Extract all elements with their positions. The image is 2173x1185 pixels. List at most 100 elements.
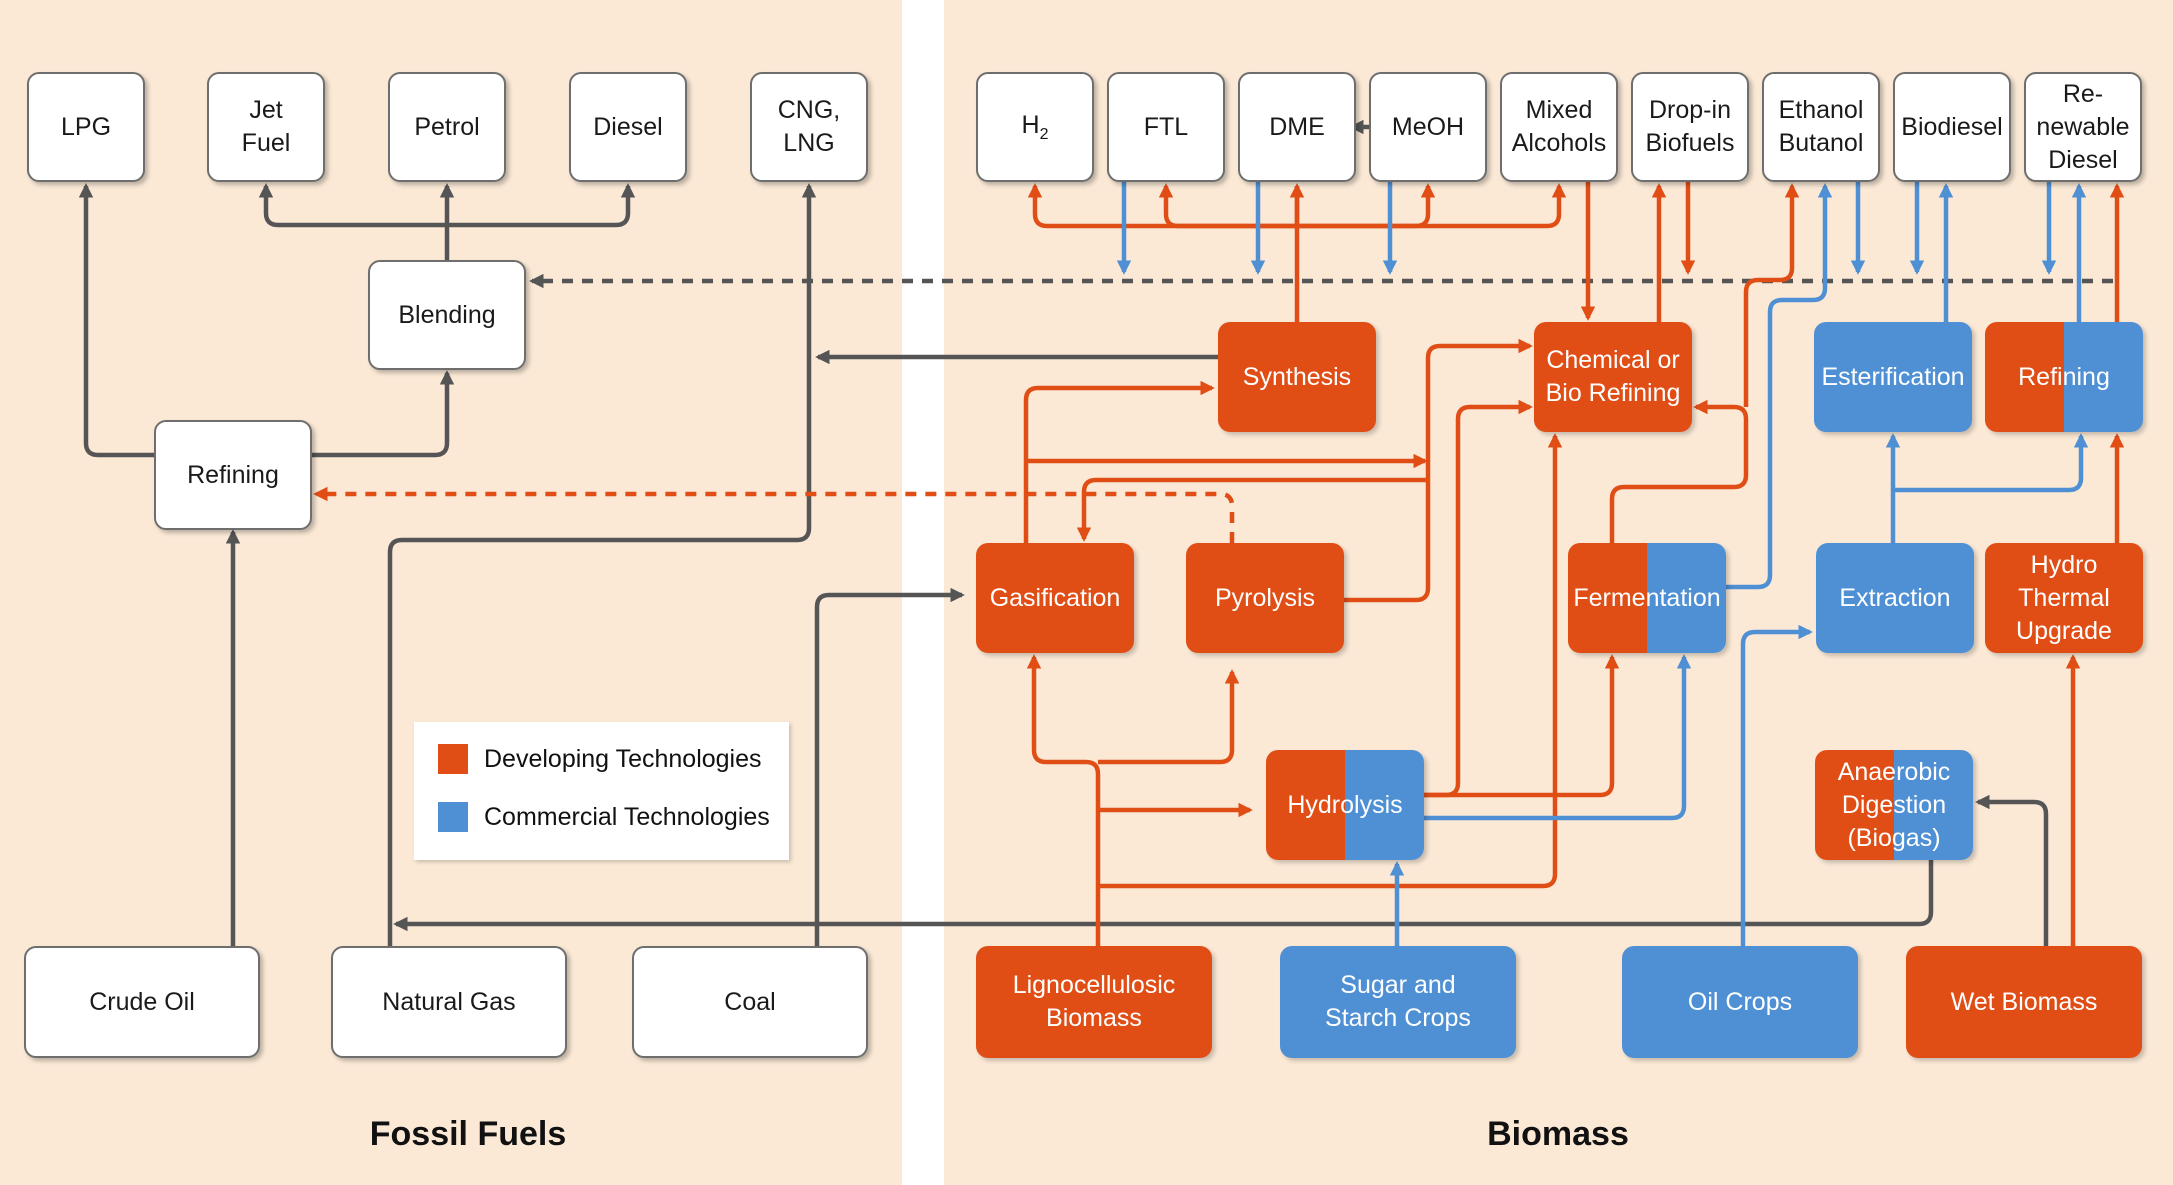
natural-gas-box: Natural Gas bbox=[331, 946, 567, 1058]
petrol-box: Petrol bbox=[388, 72, 506, 182]
hydrolysis-label: Hydrolysis bbox=[1287, 790, 1403, 819]
legend-commercial-label: Commercial Technologies bbox=[484, 802, 770, 831]
ethanol-butanol-label: Ethanol Butanol bbox=[1778, 96, 1864, 157]
developing-swatch bbox=[438, 744, 468, 774]
anaerobic-digestion-label: Anaerobic Digestion (Biogas) bbox=[1837, 757, 1951, 852]
extraction-box: Extraction bbox=[1816, 543, 1974, 653]
h2-subscript: 2 bbox=[1039, 125, 1049, 143]
esterification-label: Esterification bbox=[1821, 362, 1965, 391]
blending-box: Blending bbox=[368, 260, 526, 370]
refining-fossil-label: Refining bbox=[187, 460, 279, 489]
anaerobic-to-natural-gas bbox=[393, 860, 1934, 932]
fermentation-to-ethanol bbox=[1743, 183, 1800, 407]
gasification-to-synthesis bbox=[1023, 380, 1215, 543]
synthesis-to-h2 bbox=[1027, 183, 1297, 229]
renewable-diesel-box: Re- newable Diesel bbox=[2024, 72, 2142, 182]
blending-to-diesel bbox=[447, 183, 636, 228]
biodiesel-box: Biodiesel bbox=[1893, 72, 2011, 182]
oil-crops-to-extraction bbox=[1740, 624, 1813, 946]
fermentation-label: Fermentation bbox=[1573, 583, 1721, 612]
blending-label: Blending bbox=[398, 300, 496, 329]
commercial-swatch bbox=[438, 802, 468, 832]
refining-bio-label: Refining bbox=[2018, 362, 2110, 391]
pyrolysis-label: Pyrolysis bbox=[1214, 583, 1315, 612]
refining-fossil-box: Refining bbox=[154, 420, 312, 530]
diesel-label: Diesel bbox=[593, 112, 663, 141]
coal-box: Coal bbox=[632, 946, 868, 1058]
synthesis-box: Synthesis bbox=[1218, 322, 1376, 432]
coal-label: Coal bbox=[724, 987, 776, 1016]
extraction-to-refining bbox=[1893, 433, 2089, 493]
biomass-title: Biomass bbox=[1487, 1115, 1629, 1153]
pyrolysis-box: Pyrolysis bbox=[1186, 543, 1344, 653]
hydrolysis-box: Hydrolysis bbox=[1266, 750, 1424, 860]
natural-gas-to-cng bbox=[387, 183, 817, 946]
crude-oil-label: Crude Oil bbox=[89, 987, 195, 1016]
mixed-alcohols-label: Mixed Alcohols bbox=[1511, 96, 1607, 157]
fermentation-box: Fermentation bbox=[1568, 543, 1726, 653]
dme-box: DME bbox=[1238, 72, 1356, 182]
legend-developing-label: Developing Technologies bbox=[484, 744, 762, 773]
ftl-label: FTL bbox=[1143, 112, 1189, 141]
jet-fuel-box: Jet Fuel bbox=[207, 72, 325, 182]
natural-gas-label: Natural Gas bbox=[382, 987, 516, 1016]
coal-to-gasification bbox=[814, 587, 965, 946]
legend: Developing Technologies Commercial Techn… bbox=[414, 722, 789, 860]
sugar-starch-crops-box: Sugar and Starch Crops bbox=[1280, 946, 1516, 1058]
refining-bio-box: Refining bbox=[1985, 322, 2143, 432]
synthesis-label: Synthesis bbox=[1242, 362, 1352, 391]
esterification-box: Esterification bbox=[1814, 322, 1972, 432]
fermentation-to-chem-refining bbox=[1609, 399, 1749, 543]
oil-crops-label: Oil Crops bbox=[1687, 987, 1793, 1016]
blending-to-jet-fuel bbox=[258, 183, 447, 228]
fossil-fuels-title: Fossil Fuels bbox=[369, 1115, 567, 1153]
oil-crops-box: Oil Crops bbox=[1622, 946, 1858, 1058]
crude-oil-box: Crude Oil bbox=[24, 946, 260, 1058]
h2-label: H2 bbox=[1022, 109, 1049, 145]
pyrolysis-to-gasification bbox=[1076, 477, 1428, 542]
lpg-label: LPG bbox=[60, 112, 112, 141]
dme-label: DME bbox=[1269, 112, 1325, 141]
legend-developing: Developing Technologies bbox=[438, 744, 762, 774]
petrol-label: Petrol bbox=[414, 112, 480, 141]
synthesis-to-meoh bbox=[1297, 183, 1436, 229]
drop-in-biofuels-label: Drop-in Biofuels bbox=[1645, 96, 1735, 157]
hydro-thermal-upgrade-label: Hydro Thermal Upgrade bbox=[2016, 550, 2112, 645]
chemical-bio-refining-label: Chemical or Bio Refining bbox=[1545, 346, 1681, 407]
ftl-box: FTL bbox=[1107, 72, 1225, 182]
synthesis-to-ftl bbox=[1158, 183, 1297, 229]
chemical-bio-refining-box: Chemical or Bio Refining bbox=[1534, 322, 1692, 432]
wet-biomass-label: Wet Biomass bbox=[1950, 987, 2098, 1016]
pyrolysis-to-chem-refining bbox=[1344, 338, 1533, 603]
extraction-label: Extraction bbox=[1839, 583, 1951, 612]
refining-to-lpg bbox=[78, 183, 154, 458]
fermentation-to-ethanol-blue bbox=[1726, 183, 1833, 590]
pyrolysis-to-fossil-refining bbox=[313, 486, 1235, 543]
diesel-box: Diesel bbox=[569, 72, 687, 182]
hydrolysis-to-fermentation bbox=[1424, 654, 1620, 798]
renewable-diesel-label: Re- newable Diesel bbox=[2036, 79, 2130, 174]
ligno-to-pyrolysis bbox=[1098, 669, 1240, 765]
refining-to-blending bbox=[312, 370, 455, 458]
ligno-to-gasification bbox=[1026, 654, 1101, 946]
gasification-box: Gasification bbox=[976, 543, 1134, 653]
synthesis-to-mixed-alcohols bbox=[1297, 183, 1567, 229]
lignocellulosic-biomass-label: Lignocellulosic Biomass bbox=[1012, 971, 1176, 1032]
ligno-to-chem-refining bbox=[1098, 433, 1563, 889]
hydrolysis-to-fermentation-blue bbox=[1424, 654, 1692, 821]
sugar-starch-crops-label: Sugar and Starch Crops bbox=[1325, 971, 1471, 1032]
anaerobic-digestion-box: Anaerobic Digestion (Biogas) bbox=[1815, 750, 1973, 860]
ethanol-butanol-box: Ethanol Butanol bbox=[1762, 72, 1880, 182]
cng-lng-label: CNG, LNG bbox=[777, 96, 841, 157]
lpg-box: LPG bbox=[27, 72, 145, 182]
jet-fuel-label: Jet Fuel bbox=[241, 96, 291, 157]
h2-symbol: H bbox=[1021, 110, 1040, 139]
mixed-alcohols-box: Mixed Alcohols bbox=[1500, 72, 1618, 182]
biodiesel-label: Biodiesel bbox=[1901, 112, 2003, 141]
h2-box: H2 bbox=[976, 72, 1094, 182]
gasification-label: Gasification bbox=[989, 583, 1121, 612]
legend-commercial: Commercial Technologies bbox=[438, 802, 770, 832]
wet-biomass-to-anaerobic bbox=[1975, 794, 2049, 946]
meoh-box: MeOH bbox=[1369, 72, 1487, 182]
